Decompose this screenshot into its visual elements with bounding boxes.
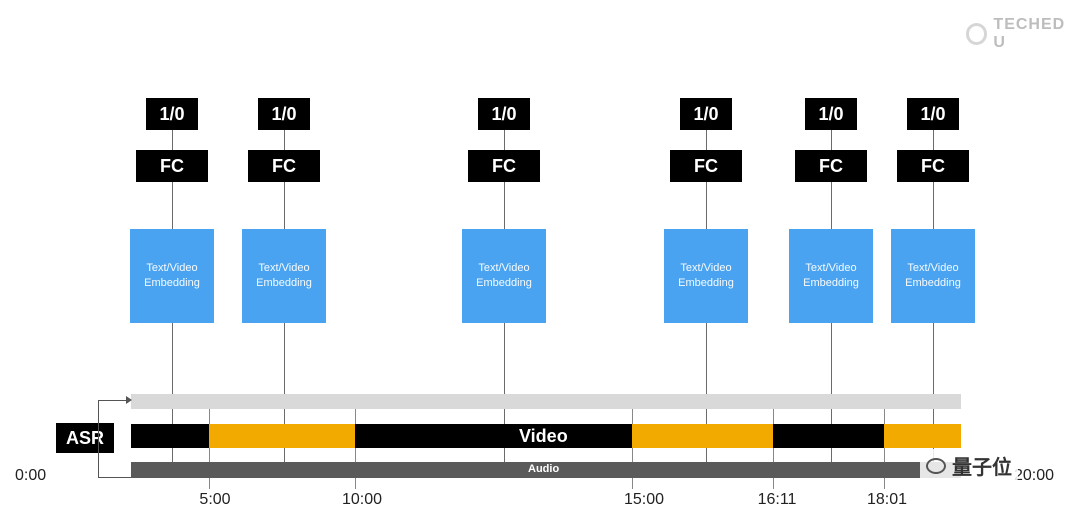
watermark-text: TECHED U bbox=[993, 16, 1066, 51]
audio-track-bar bbox=[131, 462, 961, 478]
asr-connector bbox=[98, 400, 99, 478]
watermark-brand-text: 量子位 bbox=[952, 457, 1012, 479]
embedding-label: Text/Video Embedding bbox=[144, 262, 200, 289]
output-box: 1/0 bbox=[805, 98, 857, 130]
fc-box: FC bbox=[670, 150, 742, 182]
tick-label: 18:01 bbox=[866, 491, 908, 508]
boundary-line bbox=[209, 409, 210, 489]
boundary-line bbox=[773, 409, 774, 489]
boundary-line bbox=[355, 409, 356, 489]
highlight-segment bbox=[884, 424, 961, 448]
boundary-line bbox=[632, 409, 633, 489]
asr-connector bbox=[98, 477, 131, 478]
embedding-box: Text/Video Embedding bbox=[462, 229, 546, 323]
watermark-logo-icon bbox=[966, 23, 988, 45]
embedding-label: Text/Video Embedding bbox=[476, 262, 532, 289]
output-box: 1/0 bbox=[478, 98, 530, 130]
output-box: 1/0 bbox=[680, 98, 732, 130]
embedding-box: Text/Video Embedding bbox=[891, 229, 975, 323]
asr-box: ASR bbox=[56, 423, 114, 453]
output-box: 1/0 bbox=[258, 98, 310, 130]
text-track-bar bbox=[131, 394, 961, 409]
embedding-label: Text/Video Embedding bbox=[678, 262, 734, 289]
asr-connector bbox=[98, 400, 128, 401]
tick-label: 5:00 bbox=[199, 491, 231, 508]
boundary-line bbox=[884, 409, 885, 489]
wechat-icon bbox=[926, 457, 946, 474]
tick-label: 15:00 bbox=[623, 491, 665, 508]
embedding-label: Text/Video Embedding bbox=[803, 262, 859, 289]
embedding-box: Text/Video Embedding bbox=[242, 229, 326, 323]
time-start-label: 0:00 bbox=[15, 467, 47, 484]
bottom-watermark: 量子位 bbox=[920, 449, 1018, 482]
embedding-box: Text/Video Embedding bbox=[789, 229, 873, 323]
output-box: 1/0 bbox=[907, 98, 959, 130]
tick-label: 10:00 bbox=[341, 491, 383, 508]
embedding-box: Text/Video Embedding bbox=[130, 229, 214, 323]
tick-label: 16:11 bbox=[757, 491, 797, 508]
video-label: Video bbox=[519, 426, 568, 446]
embedding-box: Text/Video Embedding bbox=[664, 229, 748, 323]
fc-box: FC bbox=[248, 150, 320, 182]
arrow-right-icon bbox=[126, 396, 132, 404]
teched-watermark: TECHED U bbox=[966, 16, 1080, 52]
fc-box: FC bbox=[897, 150, 969, 182]
embedding-label: Text/Video Embedding bbox=[905, 262, 961, 289]
fc-box: FC bbox=[795, 150, 867, 182]
embedding-label: Text/Video Embedding bbox=[256, 262, 312, 289]
output-box: 1/0 bbox=[146, 98, 198, 130]
fc-box: FC bbox=[136, 150, 208, 182]
time-end-label: 20:00 bbox=[1014, 467, 1055, 484]
fc-box: FC bbox=[468, 150, 540, 182]
audio-label: Audio bbox=[528, 463, 560, 475]
highlight-segment bbox=[209, 424, 355, 448]
highlight-segment bbox=[632, 424, 773, 448]
